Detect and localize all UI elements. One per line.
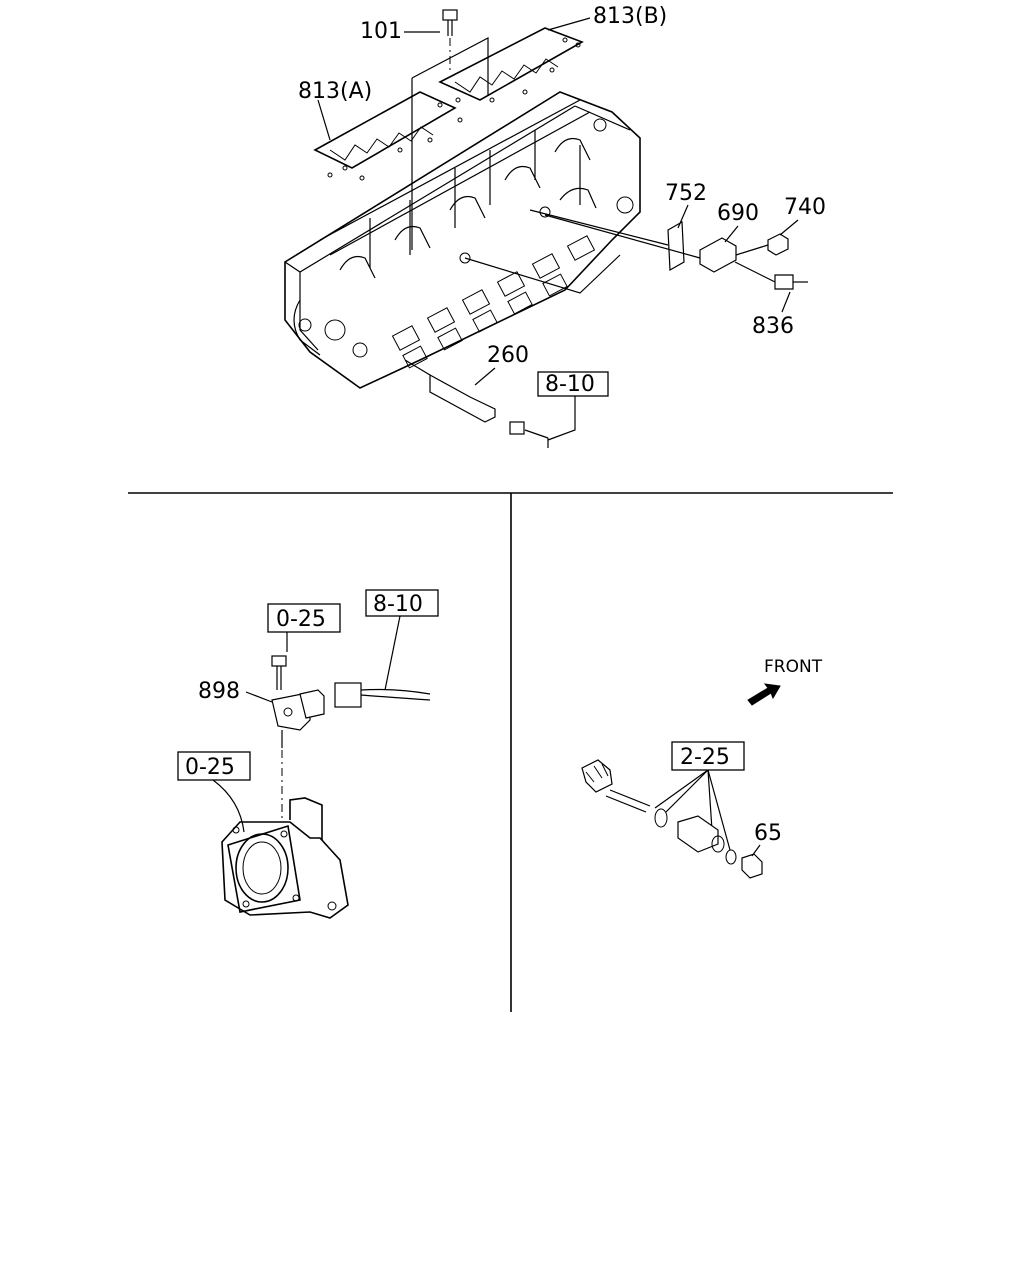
callout-101: 101 (360, 19, 402, 44)
cylinder-head-assembly (284, 91, 641, 389)
gasket-813a (313, 91, 463, 181)
thermostat-housing (221, 797, 349, 919)
ref-8-10-left-text: 8-10 (373, 592, 423, 617)
ref-2-25-text: 2-25 (680, 745, 730, 770)
ref-0-25-upper-text: 0-25 (276, 607, 326, 632)
bolt-0-25 (271, 655, 287, 690)
ref-box-0-25-lower[interactable]: 0-25 (177, 751, 251, 781)
ref-box-0-25-upper[interactable]: 0-25 (267, 603, 341, 633)
callout-813a: 813(A) (298, 79, 372, 104)
seal-ring (725, 849, 737, 865)
drive-gear-shaft (581, 759, 651, 813)
cap-65 (741, 853, 763, 879)
ref-8-10-top-text: 8-10 (545, 372, 595, 397)
bolt-101 (442, 9, 458, 72)
callout-260: 260 (487, 343, 529, 368)
glow-plug-260 (404, 359, 496, 423)
callout-65: 65 (754, 821, 782, 846)
harness-connector-left (334, 682, 431, 708)
o-ring (654, 808, 668, 828)
callout-740: 740 (784, 195, 826, 220)
callout-898: 898 (198, 679, 240, 704)
ref-box-8-10-left[interactable]: 8-10 (365, 589, 439, 617)
ref-box-2-25[interactable]: 2-25 (671, 741, 745, 771)
callout-690: 690 (717, 201, 759, 226)
callout-836: 836 (752, 314, 794, 339)
ref-0-25-lower-text: 0-25 (185, 755, 235, 780)
sensor-assembly (667, 220, 808, 290)
sensor-898 (271, 689, 325, 748)
gasket-813b (438, 27, 584, 103)
sleeve (677, 815, 725, 853)
front-label: FRONT (764, 657, 823, 677)
ref-box-8-10-top[interactable]: 8-10 (537, 371, 609, 397)
harness-connector-top (509, 394, 576, 448)
callout-813b: 813(B) (593, 4, 667, 29)
front-arrow (747, 683, 781, 706)
callout-752: 752 (665, 181, 707, 206)
